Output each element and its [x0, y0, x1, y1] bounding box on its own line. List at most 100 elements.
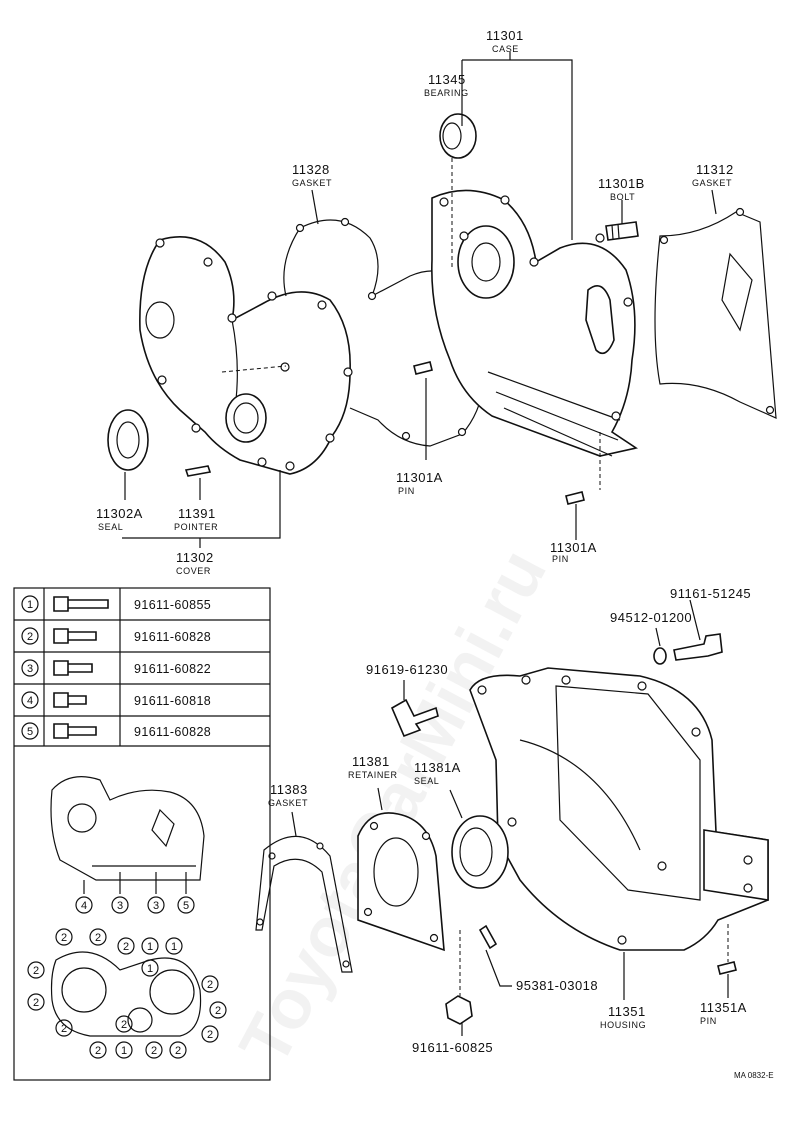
- label-11381-number: 11381: [352, 754, 390, 769]
- upper-assembly: [107, 52, 777, 548]
- gasket-11312: [654, 207, 777, 419]
- lower-map-label: 1: [147, 963, 153, 975]
- bolt-icon-short: [53, 660, 93, 676]
- bolt-part-number: 91611-60828: [134, 725, 211, 739]
- pin-11351A: [717, 961, 737, 975]
- lower-assembly: [255, 599, 769, 1036]
- lower-map-label: 2: [121, 1019, 127, 1031]
- washer-94512-01200: [653, 647, 667, 665]
- bolt-91619-61230: [390, 698, 439, 738]
- dowel-bolt-11301B: [605, 221, 639, 241]
- label-11383-number: 11383: [270, 782, 308, 797]
- bolt-table-row: 4 91611-60818: [21, 691, 211, 709]
- bolt-table-row: 1 91611-60855: [21, 595, 211, 613]
- label-11351A-name: PIN: [700, 1016, 717, 1026]
- bolt-table-row: 3 91611-60822: [21, 659, 211, 677]
- label-11301-name: CASE: [492, 44, 519, 54]
- lower-map-label: 2: [207, 979, 213, 991]
- bolt-part-number: 91611-60828: [134, 630, 211, 644]
- bolt-part-number: 91611-60822: [134, 662, 211, 676]
- pin-11301A-upper: [413, 361, 433, 375]
- bolt-map-lower: 2 2 2 1 1 1 2 2 2 2 2 2 2 1 2 2 2: [27, 928, 227, 1059]
- lower-map-label: 2: [95, 932, 101, 944]
- bolt-table: 1 91611-60855 2 91611-60828 3 91611-6082…: [13, 587, 271, 1081]
- upper-map-label: 4: [81, 900, 87, 912]
- upper-leader-lines: [122, 52, 717, 548]
- bolt-icon-shortest: [53, 692, 87, 708]
- timing-cover-11302: [139, 236, 353, 475]
- lower-map-label: 2: [61, 932, 67, 944]
- bolt-part-number: 91611-60855: [134, 598, 211, 612]
- lower-map-label: 2: [33, 997, 39, 1009]
- bolt-icon-medium-2: [53, 723, 97, 739]
- bearing-11345: [439, 113, 477, 268]
- label-11351-number: 11351: [608, 1004, 646, 1019]
- lower-map-label: 1: [147, 941, 153, 953]
- bolt-index-4: 4: [27, 695, 33, 707]
- bolt-index-1: 1: [27, 599, 33, 611]
- label-11328-name: GASKET: [292, 178, 332, 188]
- bolt-91611-60825: [445, 995, 473, 1025]
- upper-map-label: 3: [153, 900, 159, 912]
- label-94512-01200: 94512-01200: [610, 610, 692, 625]
- lower-leader-lines: [291, 599, 729, 1036]
- bolt-table-row: 2 91611-60828: [21, 627, 211, 645]
- label-11301B-name: BOLT: [610, 192, 635, 202]
- label-11302A-name: SEAL: [98, 522, 123, 532]
- lower-map-label: 2: [175, 1045, 181, 1057]
- lower-map-label: 1: [171, 941, 177, 953]
- cotter-pin-95381-03018: [478, 924, 498, 950]
- label-11383-name: GASKET: [268, 798, 308, 808]
- label-11301A-upper-number: 11301A: [396, 470, 443, 485]
- label-91611-60825: 91611-60825: [412, 1040, 493, 1055]
- label-11312-number: 11312: [696, 162, 734, 177]
- bolt-index-2: 2: [27, 631, 33, 643]
- label-95381-03018: 95381-03018: [516, 978, 598, 993]
- label-11381A-name: SEAL: [414, 776, 439, 786]
- label-11302A-number: 11302A: [96, 506, 143, 521]
- label-11301-number: 11301: [486, 28, 524, 43]
- label-11381A-number: 11381A: [414, 760, 461, 775]
- timing-case-11301: [431, 189, 639, 457]
- bolt-91161-51245: [673, 633, 723, 661]
- label-11302-number: 11302: [176, 550, 214, 565]
- label-11328-number: 11328: [292, 162, 330, 177]
- label-11301A-lower-name: PIN: [552, 554, 569, 564]
- lower-map-label: 2: [123, 941, 129, 953]
- label-11301B-number: 11301B: [598, 176, 645, 191]
- pointer-11391: [184, 465, 212, 477]
- label-91161-51245: 91161-51245: [670, 586, 751, 601]
- bolt-table-row: 5 91611-60828: [21, 722, 211, 740]
- label-11345-number: 11345: [428, 72, 466, 87]
- callout-labels: 11301 CASE 11345 BEARING 11328 GASKET 11…: [96, 28, 774, 1080]
- lower-map-label: 2: [207, 1029, 213, 1041]
- label-11302-name: COVER: [176, 566, 211, 576]
- label-11391-number: 11391: [178, 506, 216, 521]
- lower-map-label: 2: [95, 1045, 101, 1057]
- oil-seal-11381A: [451, 815, 509, 889]
- bolt-index-3: 3: [27, 663, 33, 675]
- label-11381-name: RETAINER: [348, 770, 398, 780]
- bolt-icon-medium: [53, 628, 97, 644]
- oil-seal-retainer-11381: [357, 812, 445, 952]
- lower-map-label: 2: [215, 1005, 221, 1017]
- label-91619-61230: 91619-61230: [366, 662, 448, 677]
- drawing-code: MA 0832-E: [734, 1071, 774, 1080]
- oil-seal-11302A: [107, 409, 149, 471]
- label-11391-name: POINTER: [174, 522, 218, 532]
- upper-map-label: 3: [117, 900, 123, 912]
- lower-map-label: 2: [151, 1045, 157, 1057]
- lower-map-label: 1: [121, 1045, 127, 1057]
- lower-map-label: 2: [61, 1023, 67, 1035]
- pin-11301A-lower: [565, 491, 585, 505]
- flywheel-housing-11351: [469, 667, 769, 951]
- label-11301A-upper-name: PIN: [398, 486, 415, 496]
- bolt-icon-long: [53, 596, 109, 612]
- bolt-part-number: 91611-60818: [134, 694, 211, 708]
- label-11301A-lower-number: 11301A: [550, 540, 597, 555]
- label-11345-name: BEARING: [424, 88, 469, 98]
- label-11312-name: GASKET: [692, 178, 732, 188]
- label-11351-name: HOUSING: [600, 1020, 646, 1030]
- upper-map-label: 5: [183, 900, 189, 912]
